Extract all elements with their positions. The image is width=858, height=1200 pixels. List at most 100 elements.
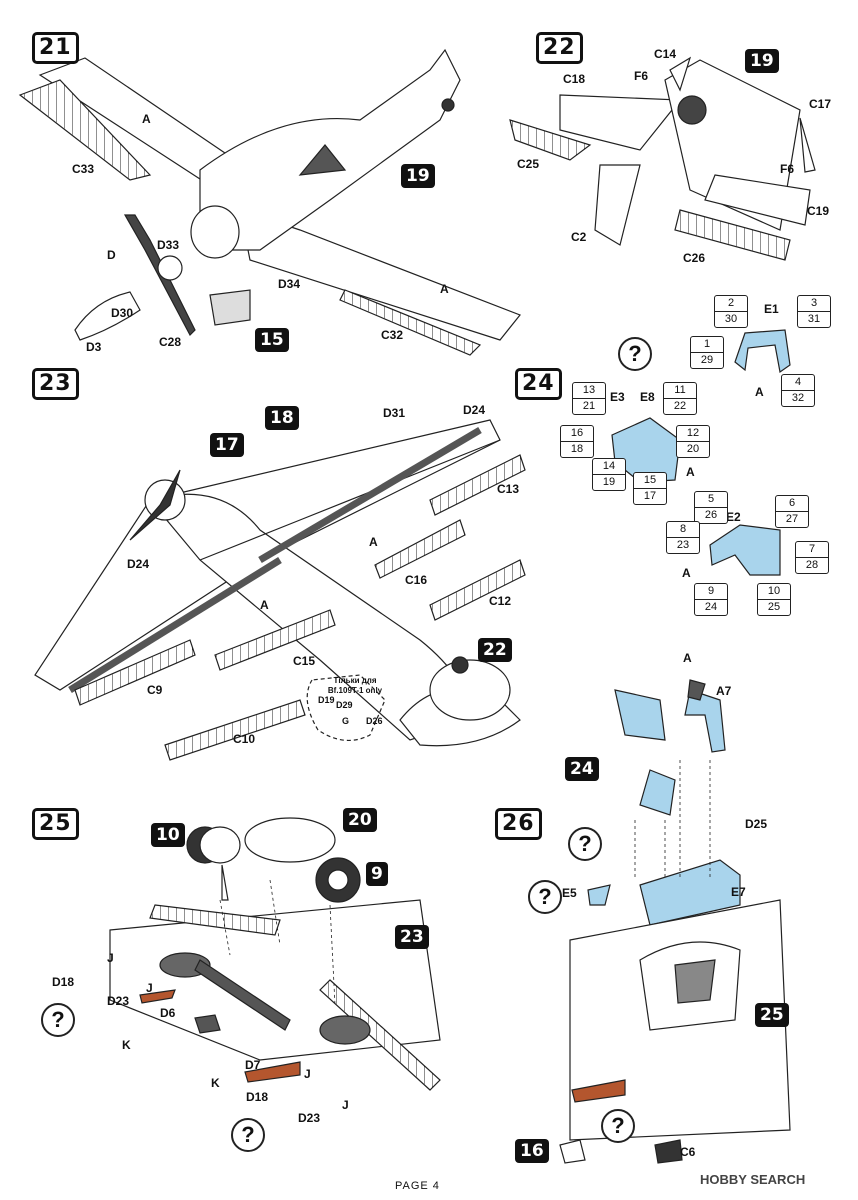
step-number: 24 <box>515 368 562 400</box>
part-label: D26 <box>366 716 383 726</box>
ref-step-badge: 17 <box>210 433 244 457</box>
part-label: D6 <box>160 1006 176 1020</box>
step26-cockpit-drawing <box>559 679 791 1164</box>
part-label: A <box>260 598 269 612</box>
ref-step-badge: 22 <box>478 638 512 662</box>
part-label: J <box>107 951 114 965</box>
ref-step-badge: 10 <box>151 823 185 847</box>
part-label: C26 <box>683 251 706 265</box>
part-label: E3 <box>610 390 625 404</box>
ref-step-badge: 9 <box>366 862 388 886</box>
page-number: PAGE 4 <box>395 1180 440 1192</box>
part-label: D7 <box>245 1058 261 1072</box>
part-label: C18 <box>563 72 586 86</box>
part-label: J <box>342 1098 349 1112</box>
part-label: C13 <box>497 482 520 496</box>
part-label: D29 <box>336 700 353 710</box>
part-label: D3 <box>86 340 102 354</box>
ref-step-badge: 15 <box>255 328 289 352</box>
part-label: C10 <box>233 732 256 746</box>
ref-step-badge: 19 <box>745 49 779 73</box>
part-label: J <box>146 981 153 995</box>
part-label: A <box>440 282 449 296</box>
part-label: E5 <box>562 886 577 900</box>
part-label: D24 <box>463 403 486 417</box>
step-number: 22 <box>536 32 583 64</box>
part-label: C15 <box>293 654 316 668</box>
question-mark-icon: ? <box>528 880 562 914</box>
question-mark-icon: ? <box>601 1109 635 1143</box>
step24-canopy-drawings <box>611 329 791 576</box>
step22-tail-drawing <box>509 56 816 261</box>
part-label: C32 <box>381 328 404 342</box>
part-label: A <box>755 385 764 399</box>
part-label: C16 <box>405 573 428 587</box>
part-label: D31 <box>383 406 406 420</box>
step-number: 23 <box>32 368 79 400</box>
part-label: D23 <box>298 1111 321 1125</box>
question-mark-icon: ? <box>618 337 652 371</box>
ref-step-badge: 23 <box>395 925 429 949</box>
part-label: C6 <box>680 1145 696 1159</box>
question-mark-icon: ? <box>568 827 602 861</box>
part-label: C25 <box>517 157 540 171</box>
question-mark-icon: ? <box>231 1118 265 1152</box>
step-number: 25 <box>32 808 79 840</box>
part-label: D25 <box>745 817 768 831</box>
part-label: A7 <box>716 684 732 698</box>
part-label: C17 <box>809 97 832 111</box>
step23-aircraft-drawing <box>34 419 526 761</box>
part-label: G <box>342 716 350 726</box>
ref-step-badge: 16 <box>515 1139 549 1163</box>
part-label: J <box>304 1067 311 1081</box>
step21-aircraft-drawing <box>18 48 521 356</box>
part-label: K <box>211 1076 220 1090</box>
part-label: D24 <box>127 557 150 571</box>
part-label: D <box>107 248 116 262</box>
part-label: E8 <box>640 390 655 404</box>
part-label: F6 <box>780 162 795 176</box>
question-mark-icon: ? <box>41 1003 75 1037</box>
part-label: A <box>369 535 378 549</box>
part-label: D23 <box>107 994 130 1008</box>
step-number: 26 <box>495 808 542 840</box>
step-number: 21 <box>32 32 79 64</box>
part-label: E7 <box>731 885 746 899</box>
part-label: D18 <box>52 975 75 989</box>
assembly-guide-lines <box>219 760 711 1006</box>
step25-underside-drawing <box>109 817 441 1091</box>
ref-step-badge: 25 <box>755 1003 789 1027</box>
ref-step-badge: 24 <box>565 757 599 781</box>
part-label: A <box>682 566 691 580</box>
variant-note: Тільки для Bf.109T-1 only <box>327 676 383 695</box>
part-label: C12 <box>489 594 512 608</box>
part-label: A <box>686 465 695 479</box>
part-label: C14 <box>654 47 677 61</box>
part-label: A <box>142 112 151 126</box>
part-label: C9 <box>147 683 163 697</box>
part-label: E1 <box>764 302 779 316</box>
part-label: E2 <box>726 510 741 524</box>
part-label: D33 <box>157 238 180 252</box>
part-label: D19 <box>318 695 335 705</box>
ref-step-badge: 20 <box>343 808 377 832</box>
watermark-brand: HOBBY SEARCH <box>700 1172 806 1187</box>
part-label: K <box>122 1038 131 1052</box>
part-label: C28 <box>159 335 182 349</box>
